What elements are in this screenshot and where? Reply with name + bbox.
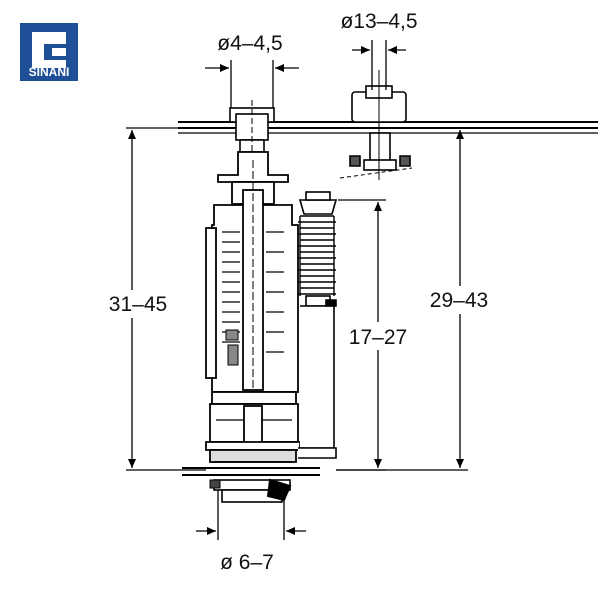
sinani-logo: SINANI [20,23,78,81]
label-top-right-diameter: ø13–4,5 [340,10,417,33]
right-actuator [339,70,413,180]
dim-top-left-diameter [205,60,299,108]
label-height-left: 31–45 [109,293,167,316]
logo-text: SINANI [29,65,70,79]
left-actuator [229,100,275,153]
dim-top-right-diameter [352,40,406,90]
float-unit [298,191,338,459]
label-top-left-diameter: ø4–4,5 [217,32,282,55]
label-bottom-diameter: ø 6–7 [220,551,274,574]
dim-height-right [336,127,468,471]
label-float-height: 17–27 [349,326,407,349]
dim-height-left [126,127,230,471]
dim-bottom-diameter [196,490,306,540]
base-flange [182,467,320,503]
label-height-right: 29–43 [430,289,488,312]
valve-body [205,151,301,463]
